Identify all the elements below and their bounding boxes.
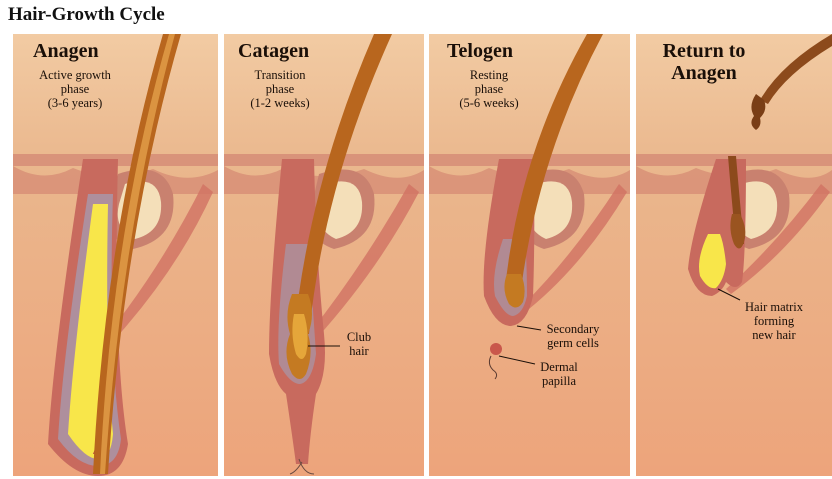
description-line: phase: [25, 82, 125, 96]
description-line: (3-6 years): [25, 96, 125, 110]
description-line: (1-2 weeks): [230, 96, 330, 110]
callout-line: germ cells: [533, 336, 613, 350]
callout-line: papilla: [529, 374, 589, 388]
phase-description: Transition phase (1-2 weeks): [230, 68, 330, 110]
callout-hair-matrix: Hair matrix forming new hair: [736, 300, 812, 342]
panel-title-line: Anagen: [654, 62, 754, 84]
callout-secondary-germ-cells: Secondary germ cells: [533, 322, 613, 350]
panel-title: Anagen: [33, 40, 99, 62]
callout-line: Club: [336, 330, 382, 344]
callout-line: Dermal: [529, 360, 589, 374]
description-line: (5-6 weeks): [439, 96, 539, 110]
callout-club-hair: Club hair: [336, 330, 382, 358]
panel-return-to-anagen: Return to Anagen Hair matrix forming new…: [636, 34, 832, 476]
panel-title-line: Return to: [654, 40, 754, 62]
description-line: phase: [439, 82, 539, 96]
panel-title: Return to Anagen: [654, 40, 754, 84]
panel-title: Catagen: [238, 40, 309, 62]
panel-catagen: Catagen Transition phase (1-2 weeks) Clu…: [224, 34, 424, 476]
callout-line: hair: [336, 344, 382, 358]
description-line: phase: [230, 82, 330, 96]
description-line: Active growth: [25, 68, 125, 82]
phase-description: Resting phase (5-6 weeks): [439, 68, 539, 110]
callout-dermal-papilla: Dermal papilla: [529, 360, 589, 388]
panel-title: Telogen: [447, 40, 513, 62]
phase-description: Active growth phase (3-6 years): [25, 68, 125, 110]
panel-telogen: Telogen Resting phase (5-6 weeks) Second…: [429, 34, 630, 476]
return-anagen-illustration: [636, 34, 832, 476]
panel-anagen: Anagen Active growth phase (3-6 years): [13, 34, 218, 476]
callout-line: new hair: [736, 328, 812, 342]
callout-line: Hair matrix: [736, 300, 812, 314]
callout-line: Secondary: [533, 322, 613, 336]
description-line: Resting: [439, 68, 539, 82]
diagram-title: Hair-Growth Cycle: [8, 4, 165, 26]
description-line: Transition: [230, 68, 330, 82]
callout-line: forming: [736, 314, 812, 328]
